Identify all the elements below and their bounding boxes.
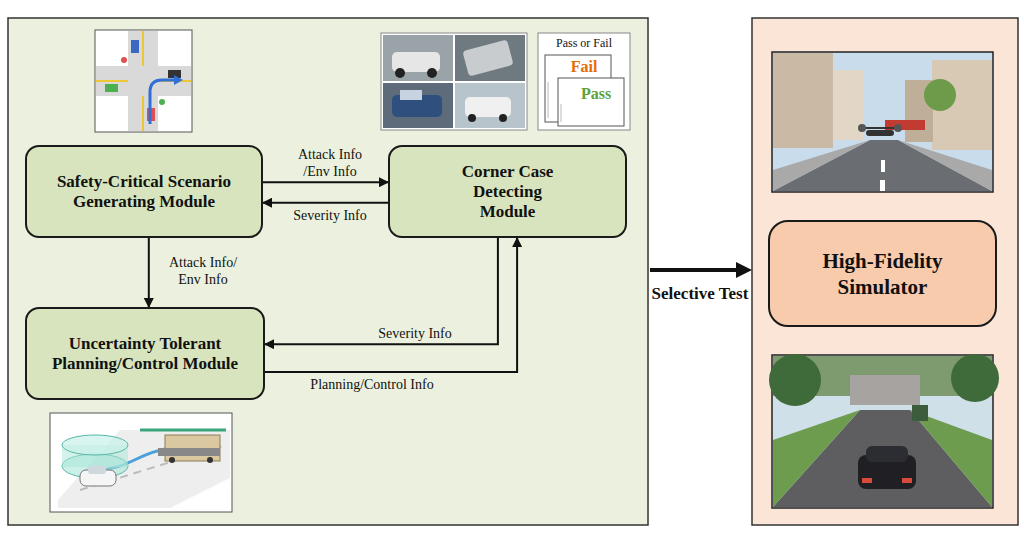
- edge-label: Severity Info: [368, 325, 462, 342]
- car-simulator-screenshot-part: [912, 405, 928, 421]
- pass-text: Pass: [574, 84, 618, 103]
- crash-photos-part: [499, 114, 507, 122]
- car-simulator-screenshot-part: [773, 410, 992, 507]
- crash-photos-part: [455, 83, 525, 128]
- pass-fail-card-part: [548, 82, 549, 118]
- vehicle-planning-illustration: [50, 413, 232, 512]
- module-box: Safety-Critical Scenario Generating Modu…: [25, 145, 263, 238]
- right-panel-part: [752, 18, 1018, 525]
- drone-simulator-screenshot-part: [862, 127, 898, 129]
- intersection-icon-part: [150, 80, 176, 124]
- pass-fail-card-part: [538, 33, 630, 130]
- crash-photos-part: [383, 35, 453, 81]
- crash-photos-part: [462, 39, 513, 76]
- pass-fail-card: [538, 33, 630, 130]
- node-text: Safety-Critical Scenario Generating Modu…: [37, 172, 252, 212]
- car-simulator-screenshot-part: [951, 354, 999, 402]
- drone-simulator-screenshot-part: [894, 124, 902, 132]
- module-box: Uncertainty Tolerant Planning/Control Mo…: [25, 307, 265, 400]
- drone-simulator-screenshot-part: [866, 130, 894, 136]
- intersection-icon-part: [142, 31, 144, 66]
- intersection-icon-part: [105, 84, 118, 92]
- car-simulator-screenshot-part: [910, 410, 992, 507]
- drone-simulator-screenshot-part: [898, 140, 992, 191]
- intersection-icon-part: [159, 99, 165, 105]
- flow-arrow: [265, 238, 498, 344]
- pass-fail-card-part: [558, 78, 624, 126]
- card-title: Pass or Fail: [540, 36, 628, 50]
- selective-test-arrow: [650, 262, 752, 278]
- flow-arrow: [148, 238, 150, 307]
- module-box: Corner Case Detecting Module: [388, 145, 627, 238]
- crash-photos-part: [400, 90, 422, 100]
- drone-simulator-screenshot-part: [858, 124, 866, 132]
- left-panel: [8, 18, 648, 525]
- drone-simulator-screenshot-part: [924, 79, 956, 111]
- selective-test-arrow-part: [736, 262, 752, 278]
- crash-photos-part: [427, 68, 437, 78]
- flow-arrow: [265, 238, 517, 372]
- car-simulator-screenshot-part: [773, 410, 860, 507]
- crash-photos-part: [455, 35, 525, 81]
- car-simulator-screenshot-part: [769, 354, 821, 406]
- intersection-icon-part: [121, 57, 127, 63]
- drone-simulator-screenshot-part: [880, 180, 885, 191]
- pass-fail-card-part: [561, 104, 562, 122]
- intersection-icon-part: [142, 96, 144, 131]
- vehicle-planning-illustration-part: [169, 457, 175, 463]
- arrow-label: Selective Test: [650, 284, 750, 304]
- crash-photos-part: [395, 68, 405, 78]
- fail-text: Fail: [563, 57, 605, 76]
- right-panel: [752, 18, 1018, 525]
- node-text: Corner Case Detecting Module: [448, 162, 568, 222]
- drone-simulator-screenshot-part: [773, 140, 870, 191]
- vehicle-planning-illustration-part: [62, 435, 128, 455]
- node-text: Uncertainty Tolerant Planning/Control Mo…: [40, 334, 250, 374]
- intersection-icon-part: [96, 80, 128, 82]
- intersection-icon-part: [95, 30, 192, 132]
- drone-simulator-screenshot: [772, 52, 993, 192]
- drone-simulator-screenshot-part: [772, 52, 993, 192]
- vehicle-planning-illustration-part: [50, 413, 232, 512]
- flow-arrow: [263, 202, 388, 204]
- left-panel-part: [8, 18, 648, 525]
- crash-photos-part: [383, 83, 453, 128]
- car-simulator-screenshot-part: [902, 478, 912, 483]
- vehicle-planning-illustration-part: [207, 457, 213, 463]
- car-simulator-screenshot-part: [862, 478, 872, 483]
- intersection-icon-part: [96, 66, 191, 96]
- intersection-icon-part: [131, 40, 139, 53]
- crash-photos-part: [465, 97, 511, 117]
- car-simulator-screenshot-part: [850, 375, 920, 405]
- vehicle-planning-illustration-part: [88, 466, 106, 474]
- crash-photos: [381, 33, 527, 130]
- edge-label: Severity Info: [283, 207, 377, 224]
- drone-simulator-screenshot-part: [773, 140, 992, 191]
- selective-test-arrow-part: [650, 268, 738, 272]
- intersection-icon-part: [174, 75, 183, 85]
- edge-label: Planning/Control Info: [300, 376, 444, 393]
- car-simulator-screenshot-part: [866, 446, 908, 462]
- vehicle-planning-illustration-part: [158, 448, 220, 456]
- crash-photos-part: [381, 33, 527, 130]
- edge-label: Attack Info/ Env Info: [157, 254, 249, 288]
- vehicle-planning-illustration-part: [58, 430, 230, 508]
- vehicle-planning-illustration-part: [140, 429, 226, 432]
- simulator-box: High-Fidelity Simulator: [768, 220, 997, 327]
- node-text: High-Fidelity Simulator: [790, 248, 975, 300]
- crash-photos-part: [468, 114, 476, 122]
- car-simulator-screenshot: [769, 354, 999, 508]
- intersection-icon: [95, 30, 192, 132]
- drone-simulator-screenshot-part: [881, 160, 885, 172]
- drone-simulator-screenshot-part: [773, 53, 833, 148]
- edge-label: Attack Info /Env Info: [283, 146, 377, 180]
- flow-arrow: [263, 181, 388, 183]
